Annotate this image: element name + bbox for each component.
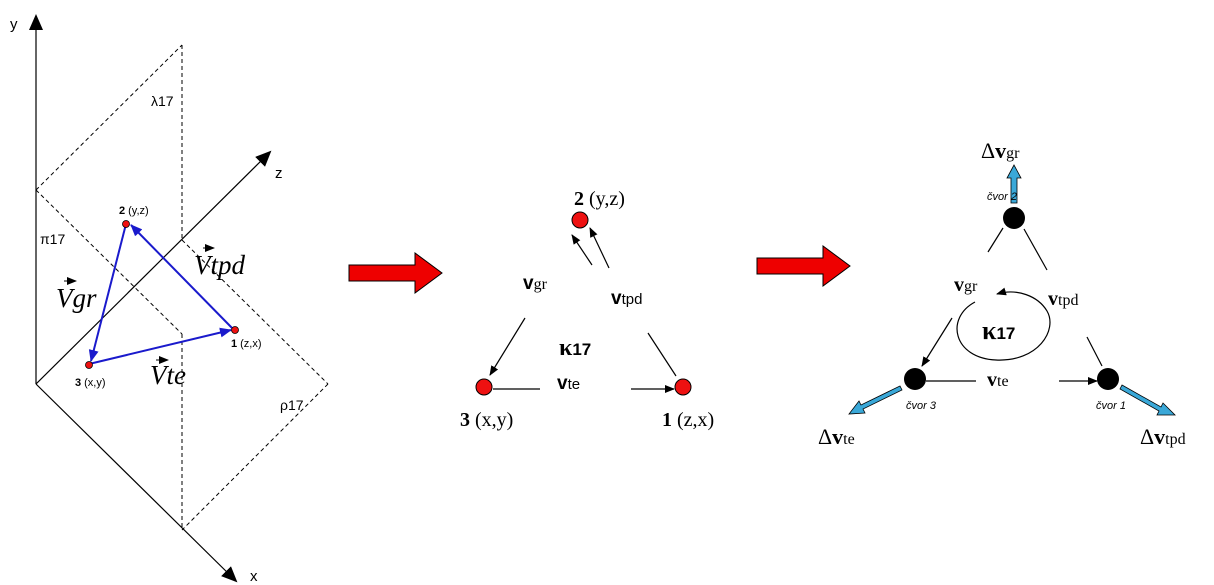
delta-v-gr-label: Δvgr [981, 138, 1020, 163]
vector-te-arrow [88, 327, 232, 365]
v-tpd-label: vtpd [1048, 288, 1078, 310]
node-2-label: 2(y,z) [574, 188, 625, 210]
lambda-label: λ17 [151, 93, 174, 109]
y-axis-label: y [10, 16, 18, 33]
v-gr-label: vgr [954, 274, 978, 296]
node-1-circle [1097, 368, 1119, 390]
edge-tpd-to-1 [1086, 336, 1103, 367]
delta-te-flow-arrow [848, 385, 903, 415]
transition-arrow-1 [348, 252, 443, 294]
v-tpd-label: vtpd [611, 288, 642, 309]
pi-plane-edge [35, 189, 183, 335]
cvor-2-label: čvor 2 [987, 191, 1017, 203]
node-2-label: 2(y,z) [119, 205, 149, 217]
edge-gr-to-3-arrow [921, 317, 953, 367]
delta-tpd-flow-arrow [1119, 384, 1176, 416]
node-1-label: 1(z,x) [662, 409, 714, 431]
kappa-label: κ17 [559, 335, 591, 361]
v-te-label: vte [557, 373, 580, 394]
edge-tpd-arrow [589, 227, 610, 269]
node-3-point [85, 361, 93, 369]
node-3-circle [904, 368, 926, 390]
edge-gr-arrow [571, 234, 593, 266]
delta-v-tpd-label: Δvtpd [1140, 424, 1186, 449]
vector-te-label: Vte [150, 360, 186, 390]
node-3-label: 3(x,y) [460, 409, 513, 431]
v-gr-label: vgr [523, 273, 548, 294]
z-axis-label: z [275, 165, 283, 182]
edge-gr-stub [987, 227, 1004, 253]
vector-tpd-label: Vtpd [194, 250, 245, 280]
node-2-circle [1003, 207, 1025, 229]
edge-tpd-to-1 [647, 332, 677, 377]
z-axis [35, 150, 272, 385]
node-3-circle [475, 378, 493, 396]
panel-node-graph: 2(y,z) 3(x,y) 1(z,x) vgr vtpd vte κ17 [460, 188, 714, 431]
x-axis-label: x [250, 568, 258, 585]
kappa-label: κ17 [982, 316, 1015, 345]
rho-label: ρ17 [280, 397, 304, 413]
delta-gr-flow-arrow [1006, 164, 1022, 204]
edge-tpd-stub [1023, 228, 1048, 271]
panel-coordinate-sketch: y z x λ17 π17 ρ17 2(y,z) 1(z,x) 3(x, [10, 14, 329, 585]
circulation-loop-arrow [956, 287, 1051, 361]
lambda-plane-edge [35, 44, 183, 191]
vector-gr-arrow [88, 223, 127, 362]
vector-gr-label: Vgr [56, 283, 97, 313]
v-te-label: vte [987, 369, 1009, 391]
node-2-point [122, 220, 130, 228]
cvor-1-label: čvor 1 [1096, 400, 1126, 412]
node-3-label: 3(x,y) [75, 377, 106, 389]
node-1-circle [674, 378, 692, 396]
x-axis [35, 383, 238, 583]
panel-node-balance: Δvgr Δvte Δvtpd čvor 2 čvor 3 čvor 1 vgr… [818, 138, 1186, 449]
transition-arrow-2 [756, 245, 851, 287]
rho-plane-edge [181, 239, 329, 385]
cvor-3-label: čvor 3 [906, 400, 937, 412]
vector-tpd-arrow [130, 224, 235, 331]
pi-label: π17 [40, 231, 65, 247]
node-2-circle [571, 211, 589, 229]
rho-plane-edge [181, 383, 329, 531]
delta-v-te-label: Δvte [818, 424, 855, 449]
node-1-label: 1(z,x) [231, 338, 262, 350]
edge-gr-to-3-arrow [489, 317, 526, 376]
node-1-point [231, 326, 239, 334]
